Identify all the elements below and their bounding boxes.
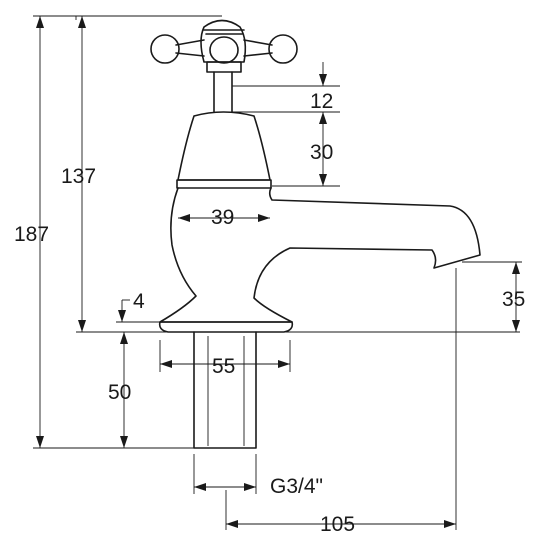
lower-body [159, 187, 481, 323]
handle-arm-right [243, 39, 273, 57]
tap-outline [150, 19, 481, 449]
handle-ball-right [268, 34, 298, 64]
dim-spout-clearance: 35 [502, 288, 525, 311]
handle-ball-left [150, 34, 180, 64]
base-plate [158, 321, 294, 333]
handle-hub [200, 19, 247, 63]
handle-collar [206, 61, 242, 73]
dim-collar-width: 39 [211, 206, 234, 229]
dim-height-to-base: 137 [61, 165, 96, 188]
dim-body-height: 30 [310, 141, 333, 164]
dim-spout-projection: 105 [320, 513, 355, 536]
dim-base-thickness: 4 [133, 290, 145, 313]
dimension-lines [33, 15, 522, 530]
dim-thread: G3/4" [270, 475, 323, 498]
shank [193, 331, 257, 449]
body-collar [176, 179, 272, 189]
dim-handle-stem: 12 [310, 90, 333, 113]
handle-hub-band [203, 29, 245, 35]
dim-base-width: 55 [212, 355, 235, 378]
stem [213, 71, 233, 113]
dimension-labels: 187 137 12 30 39 35 4 55 50 G3/4" 105 [14, 90, 525, 536]
upper-body [177, 111, 271, 181]
dim-shank-length: 50 [108, 381, 131, 404]
handle-ball-front [209, 36, 239, 64]
dim-overall-height: 187 [14, 223, 49, 246]
handle-arm-left [175, 39, 205, 57]
